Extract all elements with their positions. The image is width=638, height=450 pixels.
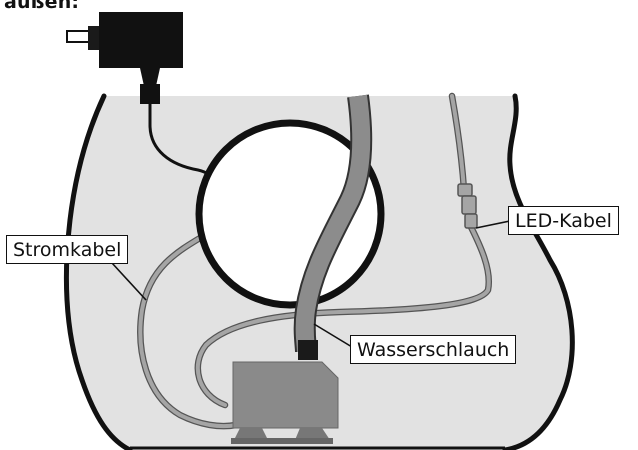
- ring: [195, 119, 385, 309]
- label-led-cable: LED-Kabel: [508, 206, 619, 235]
- leader-power: [111, 262, 147, 301]
- leader-hose: [313, 323, 353, 348]
- label-power-cable: Stromkabel: [6, 235, 129, 264]
- vessel-right-wall: [502, 93, 575, 450]
- pump-icon: [231, 340, 339, 444]
- led-connector-icon: [457, 183, 478, 229]
- label-water-hose: Wasserschlauch: [350, 335, 517, 364]
- power-plug-icon: [66, 12, 183, 104]
- vessel-left-wall: [63, 93, 133, 450]
- header-cut-text: außen:: [4, 0, 80, 13]
- leader-led: [475, 220, 511, 229]
